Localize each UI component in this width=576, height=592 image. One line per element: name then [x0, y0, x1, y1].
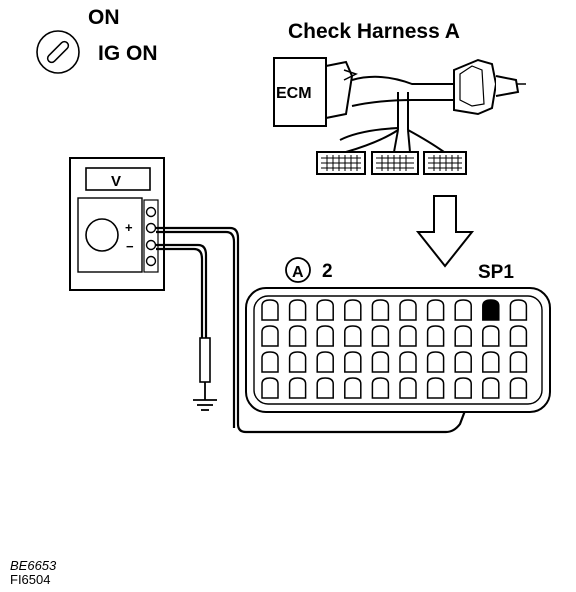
connector-pin: [426, 299, 445, 321]
connector-pin-grid: [261, 299, 528, 399]
connector-pin: [454, 299, 472, 321]
connector-pin: [482, 325, 500, 347]
connector-pin: [509, 377, 528, 399]
connector-pin: [509, 325, 528, 347]
voltmeter-icon: V + −: [69, 157, 165, 291]
wire-harness: [339, 75, 454, 153]
ignition-state-label: ON: [88, 6, 120, 29]
connector-pin: [509, 299, 528, 321]
harness-connector-a: [453, 58, 526, 116]
connector-pin: [426, 377, 445, 399]
connector-number-label: 2: [322, 261, 333, 282]
connector-pin: [344, 351, 362, 373]
figure-code-1: BE6653: [10, 558, 57, 573]
connector-pin: [509, 351, 528, 373]
harness-title: Check Harness A: [288, 20, 460, 43]
connector-pin: [454, 377, 472, 399]
connector-pin: [482, 351, 500, 373]
connector-pin: [316, 377, 334, 399]
connector-a-marker: A: [285, 257, 311, 283]
ground-probe: [199, 337, 211, 400]
connector-pin: [482, 377, 500, 399]
connector-pin: [399, 351, 417, 373]
figure-code-2: FI6504: [10, 572, 50, 587]
branch-connectors: [316, 151, 467, 175]
ignition-switch-label: IG ON: [98, 42, 158, 65]
ground-symbol-icon: [193, 399, 217, 411]
connector-pin: [371, 351, 390, 373]
connector-pin: [399, 377, 417, 399]
connector-pin: [371, 325, 390, 347]
connector-pin: [399, 299, 417, 321]
connector-pin: [261, 325, 279, 347]
ecm-label: ECM: [276, 85, 312, 102]
connector-pin: [316, 299, 334, 321]
connector-pin: [344, 325, 362, 347]
connector-pin: [261, 299, 279, 321]
connector-pin: [371, 377, 390, 399]
connector-pin: [288, 325, 307, 347]
ignition-key-icon: [36, 30, 80, 74]
ecm-unit: ECM: [273, 57, 358, 127]
pin-label-sp1: SP1: [478, 262, 514, 283]
connector-pin: [261, 351, 279, 373]
connector-pin: [399, 325, 417, 347]
connector-pin: [261, 377, 279, 399]
connector-pin: [454, 351, 472, 373]
connector-marker-letter: A: [292, 264, 304, 281]
meter-display-label: V: [111, 173, 121, 190]
connector-pin: [316, 351, 334, 373]
connector-pin: [371, 299, 390, 321]
connector-pin: [344, 377, 362, 399]
meter-minus-label: −: [126, 239, 134, 254]
connector-pin: [288, 377, 307, 399]
connector-pin: [454, 325, 472, 347]
test-leads: [156, 226, 502, 434]
down-arrow-icon: [415, 195, 475, 268]
connector-pin: [344, 299, 362, 321]
connector-pin: [288, 351, 307, 373]
connector-pin: [426, 325, 445, 347]
connector-pin: [426, 351, 445, 373]
meter-plus-label: +: [125, 220, 133, 235]
connector-pin-sp1: [482, 299, 500, 321]
connector-pin: [316, 325, 334, 347]
connector-pin: [288, 299, 307, 321]
